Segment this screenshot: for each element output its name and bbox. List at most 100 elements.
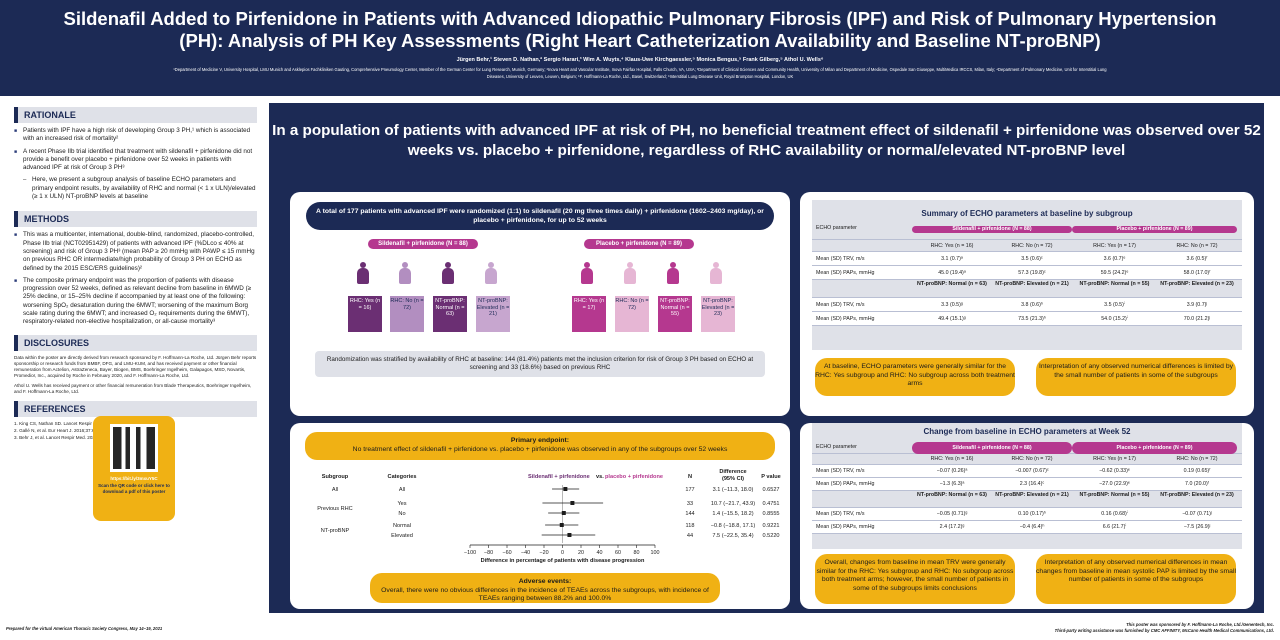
table-cell: −0.4 (6.4)ʰ bbox=[1019, 524, 1045, 530]
table-cell: NT-proBNP: Normal (n = 63) bbox=[917, 492, 987, 498]
table-cell: NT-proBNP: Elevated (n = 21) bbox=[995, 281, 1069, 287]
table-cell: Sildenafil + pirfenidone (N = 88) bbox=[912, 226, 1072, 233]
point-estimate bbox=[561, 511, 566, 515]
subgroup-box: NT-proBNP: Elevated (n = 23) bbox=[701, 296, 735, 332]
x-tick-label: 60 bbox=[615, 550, 621, 556]
primary-endpoint-title: Primary endpoint: bbox=[510, 437, 570, 444]
table-cell: 3.6 (0.5)ᶠ bbox=[1186, 256, 1208, 262]
table-cell: 0.19 (0.65)ᶠ bbox=[1183, 468, 1211, 474]
arm-placebo-label: Placebo + pirfenidone (N = 89) bbox=[584, 239, 694, 249]
x-tick-label: −40 bbox=[521, 550, 530, 556]
adverse-events-text: Overall, there were no obvious differenc… bbox=[381, 586, 709, 603]
table-cell: 49.4 (15.1)ᵍ bbox=[938, 316, 966, 322]
forest-p: 0.9221 bbox=[762, 523, 779, 529]
qr-code-panel[interactable]: https://bit.ly/3mxuY5C Scan the QR code … bbox=[93, 416, 175, 521]
arm-sildenafil-label: Sildenafil + pirfenidone (N = 88) bbox=[368, 239, 478, 249]
x-tick-label: 40 bbox=[597, 550, 603, 556]
table-cell: RHC: Yes (n = 17) bbox=[1093, 456, 1136, 462]
table-cell: NT-proBNP: Normal (n = 63) bbox=[917, 281, 987, 287]
x-tick-label: 100 bbox=[651, 550, 660, 556]
x-tick-label: 80 bbox=[634, 550, 640, 556]
table-cell: 6.6 (21.7)ⁱ bbox=[1102, 524, 1127, 530]
table-cell: 2.4 (17.2)ᵍ bbox=[939, 524, 965, 530]
patient-figure-icon bbox=[441, 262, 455, 284]
echo-baseline-caption1: At baseline, ECHO parameters were genera… bbox=[815, 358, 1015, 396]
stratification-note: Randomization was stratified by availabi… bbox=[315, 351, 765, 377]
table-cell: Mean (SD) TRV, m/s bbox=[816, 468, 865, 474]
x-tick-label: 20 bbox=[578, 550, 584, 556]
disclosures-heading: DISCLOSURES bbox=[14, 334, 257, 351]
point-estimate bbox=[559, 523, 564, 527]
patient-figure-icon bbox=[666, 262, 680, 284]
table-cell: −0.05 (0.71)ᵍ bbox=[936, 511, 968, 517]
table-cell: Sildenafil + pirfenidone (N = 88) bbox=[912, 442, 1072, 454]
forest-p: 0.8555 bbox=[762, 511, 779, 517]
patient-figure-icon bbox=[484, 262, 498, 284]
table-cell: 3.5 (0.5)ⁱ bbox=[1104, 302, 1125, 308]
table-cell: ECHO parameter bbox=[816, 444, 857, 450]
methods-bullet: This was a multicenter, international, d… bbox=[14, 231, 257, 272]
table-cell: RHC: Yes (n = 16) bbox=[930, 456, 974, 462]
table-cell: Placebo + pirfenidone (N = 89) bbox=[1072, 442, 1237, 454]
header-banner: Sildenafil Added to Pirfenidone in Patie… bbox=[0, 0, 1280, 96]
table-cell: RHC: No (n = 72) bbox=[1011, 243, 1053, 249]
table-cell: 73.5 (21.3)ʰ bbox=[1018, 316, 1046, 322]
table-cell: 59.5 (24.2)ᵉ bbox=[1100, 270, 1129, 276]
forest-category: Normal bbox=[393, 523, 411, 529]
forest-category: No bbox=[398, 511, 405, 517]
forest-subgroup: NT-proBNP bbox=[321, 528, 350, 534]
table-cell: 3.6 (0.7)ᵉ bbox=[1103, 256, 1126, 262]
table-cell: 58.0 (17.0)ᶠ bbox=[1183, 270, 1211, 276]
table-cell: NT-proBNP: Normal (n = 55) bbox=[1079, 492, 1150, 498]
table-cell: −0.62 (0.33)ᵉ bbox=[1099, 468, 1130, 474]
qr-link[interactable]: https://bit.ly/3mxuY5C bbox=[110, 476, 158, 481]
table-row: ECHO parameter Sildenafil + pirfenidone (… bbox=[812, 440, 1242, 454]
footer-writing: Third-party writing assistance was furni… bbox=[1054, 628, 1274, 633]
x-tick-label: −100 bbox=[464, 550, 476, 556]
table-cell: 7.0 (20.0)ᶠ bbox=[1185, 481, 1209, 487]
disclosure-text: Data within the poster are directly deri… bbox=[14, 354, 257, 378]
table-row: NT-proBNP: Normal (n = 63)NT-proBNP: Ele… bbox=[812, 491, 1242, 508]
footer-left: Prepared for the virtual American Thorac… bbox=[6, 626, 163, 631]
table-cell: Mean (SD) PAPs, mmHg bbox=[816, 481, 875, 487]
echo-baseline-caption2: Interpretation of any observed numerical… bbox=[1036, 358, 1236, 396]
forest-ci: 7.5 (−22.5, 35.4) bbox=[712, 533, 753, 539]
forest-col-header: (95% CI) bbox=[722, 476, 744, 482]
forest-ci: −0.8 (−18.8, 17.1) bbox=[711, 523, 756, 529]
primary-endpoint-card: Primary endpoint: No treatment effect of… bbox=[290, 423, 790, 609]
table-cell: RHC: No (n = 72) bbox=[1011, 456, 1053, 462]
forest-n: 33 bbox=[687, 501, 693, 507]
table-cell: 2.3 (16.4)ᶜ bbox=[1019, 481, 1045, 487]
rationale-heading: RATIONALE bbox=[14, 107, 257, 123]
table-row: RHC: Yes (n = 16) RHC: No (n = 72) RHC: Ye… bbox=[812, 454, 1242, 465]
table-row: RHC: Yes (n = 16)RHC: No (n = 72)RHC: Ye… bbox=[812, 240, 1242, 252]
forest-p: 0.4751 bbox=[762, 501, 779, 507]
subgroup-box: NT-proBNP: Normal (n = 55) bbox=[658, 296, 692, 332]
table-cell: Mean (SD) TRV, m/s bbox=[816, 302, 865, 308]
reference: 3. Behr J, et al. Lancet Respir Med. 202… bbox=[14, 434, 117, 440]
forest-category: All bbox=[399, 487, 405, 493]
table-row: NT-proBNP: Normal (n = 63) NT-proBNP: Ele… bbox=[812, 280, 1242, 298]
qr-code[interactable] bbox=[110, 424, 158, 472]
table-cell: −1.3 (6.3)ᵃ bbox=[939, 481, 965, 487]
primary-endpoint-text: No treatment effect of sildenafil + pirf… bbox=[352, 445, 728, 453]
x-tick-label: −20 bbox=[539, 550, 548, 556]
patient-figure-icon bbox=[709, 262, 723, 284]
forest-col-header: placebo + pirfenidone bbox=[605, 474, 663, 480]
forest-n: 44 bbox=[687, 533, 693, 539]
echo-baseline-card: Summary of ECHO parameters at baseline b… bbox=[800, 192, 1254, 416]
patient-figure-icon bbox=[580, 262, 594, 284]
table-cell: −7.5 (26.9)ʲ bbox=[1183, 524, 1211, 530]
table-cell: 3.1 (0.7)ᵃ bbox=[941, 256, 963, 262]
main-panel: In a population of patients with advance… bbox=[269, 103, 1264, 613]
references-heading: REFERENCES bbox=[14, 400, 257, 417]
key-conclusion: In a population of patients with advance… bbox=[272, 122, 1261, 159]
table-cell: NT-proBNP: Elevated (n = 23) bbox=[1160, 281, 1234, 287]
